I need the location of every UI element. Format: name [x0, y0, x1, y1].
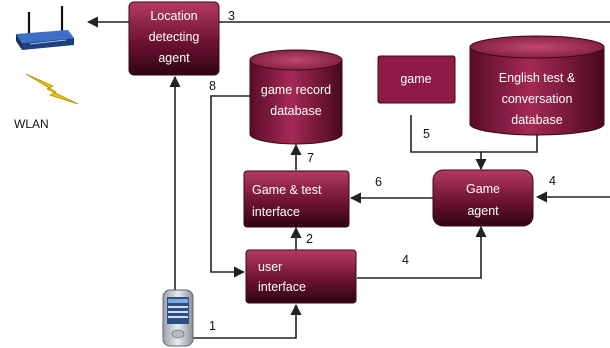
edge-label-2: 2: [306, 232, 313, 246]
edge-label-4-bottom: 4: [402, 253, 409, 267]
english-db-line-2: conversation: [502, 92, 573, 106]
game-test-interface-line-1: Game & test: [252, 183, 322, 197]
location-agent-line-3: agent: [158, 51, 190, 65]
game-agent-line-2: agent: [467, 204, 499, 218]
game-node: game: [377, 55, 456, 104]
edge-5-db-wire: [475, 132, 538, 171]
game-agent-line-1: Game: [466, 182, 500, 196]
location-agent-line-1: Location: [150, 9, 197, 23]
game-test-interface-line-2: interface: [252, 205, 300, 219]
edge-label-4-right: 4: [549, 174, 556, 188]
location-agent-line-2: detecting: [149, 30, 200, 44]
edge-label-6: 6: [375, 175, 382, 189]
edge-8-wire: [210, 95, 250, 278]
user-interface-line-2: interface: [258, 280, 306, 294]
wlan-label: WLAN: [14, 117, 49, 131]
lightning-icon: [25, 73, 79, 105]
pda-phone-icon: [162, 289, 194, 347]
english-db-line-3: database: [511, 113, 562, 127]
game-test-interface-node: Game & test interface: [243, 170, 350, 228]
edge-label-3: 3: [228, 9, 235, 23]
edge-1-wire: [192, 303, 302, 339]
game-record-db-line-2: database: [270, 104, 321, 118]
edge-label-1: 1: [209, 319, 216, 333]
edge-5-wire: [410, 115, 481, 153]
game-agent-node: Game agent: [432, 169, 534, 227]
user-interface-line-1: user: [258, 260, 282, 274]
english-db-line-1: English test &: [499, 71, 576, 85]
edge-label-7: 7: [307, 151, 314, 165]
english-test-conversation-database-node: English test & conversation database: [469, 35, 605, 136]
game-label: game: [400, 72, 431, 86]
location-detecting-agent-node: Location detecting agent: [128, 1, 220, 76]
user-interface-node: user interface: [245, 249, 357, 304]
edge-label-5: 5: [423, 127, 430, 141]
game-record-database-node: game record database: [249, 49, 343, 145]
edge-4-bottom-wire: [357, 225, 487, 279]
game-record-db-line-1: game record: [261, 83, 331, 97]
edge-label-8: 8: [209, 79, 216, 93]
wireless-router-icon: [16, 6, 74, 50]
